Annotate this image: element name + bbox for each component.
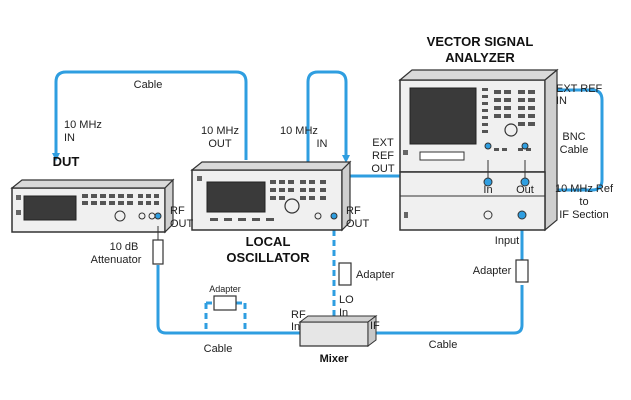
attenuator [152, 239, 164, 265]
lo-10mhz-out-2: OUT [208, 138, 232, 150]
adapter-right-label: Adapter [473, 265, 512, 277]
dut-instrument [10, 178, 175, 265]
adapter-small [213, 295, 237, 311]
adapter-lo-label: Adapter [356, 269, 395, 281]
dut-rf-out-2: OUT [170, 218, 194, 230]
if-label: IF [370, 320, 380, 332]
lo-10mhz-in-1: 10 MHz [280, 125, 318, 137]
vsa-instrument [398, 68, 559, 283]
lo-10mhz-out-1: 10 MHz [201, 125, 239, 137]
adapter-small-label: Adapter [209, 284, 241, 294]
local-oscillator-instrument [190, 160, 352, 286]
lo-title-line2: OSCILLATOR [226, 250, 310, 265]
ext-ref-in-2: IN [556, 95, 567, 107]
rf-in-2: In [291, 321, 300, 333]
adapter-small-links [204, 301, 247, 333]
lo-in-2: In [339, 307, 348, 319]
ext-ref-out-3: OUT [371, 163, 395, 175]
ref-to-if-1: 10 MHz Ref [555, 183, 614, 195]
ref-to-if-2: to [579, 196, 588, 208]
bnc-cable-2: Cable [560, 144, 589, 156]
ext-ref-in-1: EXT REF [556, 83, 603, 95]
cable-bottom-right: Cable [429, 339, 458, 351]
dut-rf-out-1: RF [170, 205, 185, 217]
vsa-out-label: Out [516, 184, 534, 196]
input-label: Input [495, 235, 519, 247]
bnc-cable-1: BNC [562, 131, 585, 143]
cable-mixer-to-vsa [368, 285, 524, 335]
lo-in-1: LO [339, 294, 354, 306]
rf-in-1: RF [291, 309, 306, 321]
cable-top-label: Cable [134, 79, 163, 91]
adapter-right [515, 259, 529, 283]
cable-dut-to-mixer [156, 265, 300, 335]
ext-ref-out-2: REF [372, 150, 394, 162]
dut-title: DUT [53, 154, 80, 169]
cable-lo-to-dut-ref [52, 70, 248, 161]
dut-10mhz-in-2: IN [64, 132, 75, 144]
vsa-title-line2: ANALYZER [445, 50, 515, 65]
adapter-lo [338, 262, 352, 286]
vsa-title-line1: VECTOR SIGNAL [427, 34, 534, 49]
dut-10mhz-in-1: 10 MHz [64, 119, 102, 131]
mixer [298, 315, 378, 347]
mixer-title: Mixer [320, 353, 349, 365]
lo-rf-out-1: RF [346, 205, 361, 217]
cable-bottom-left: Cable [204, 343, 233, 355]
vsa-in-label: In [483, 184, 492, 196]
lo-rf-out-2: OUT [346, 218, 370, 230]
attenuator-label-1: 10 dB [110, 241, 139, 253]
lo-title-line1: LOCAL [246, 234, 291, 249]
ext-ref-out-1: EXT [372, 137, 394, 149]
lo-10mhz-in-2: IN [317, 138, 328, 150]
attenuator-label-2: Attenuator [91, 254, 142, 266]
ref-to-if-3: IF Section [559, 209, 609, 221]
